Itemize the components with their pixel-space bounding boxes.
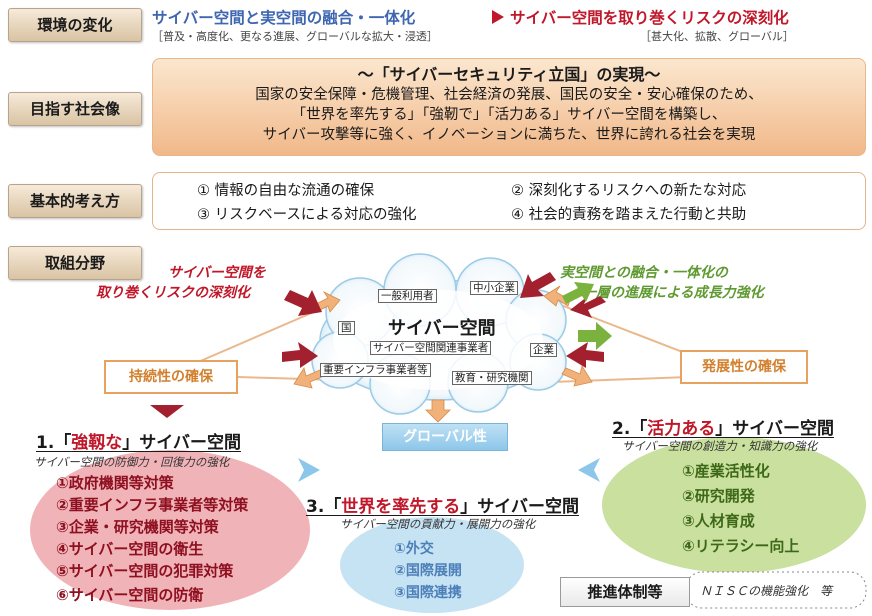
promotion-label: 推進体制等 <box>560 577 690 607</box>
section1-keyword: 強靱な <box>71 433 123 453</box>
sustain-down-arrow <box>150 405 184 418</box>
env-fusion-sub: ［普及・高度化、更なる進展、グローバルな拡大・浸透］ <box>152 30 438 43</box>
env-fusion-title: サイバー空間と実空間の融合・一体化 <box>152 9 416 27</box>
outward-arrows <box>293 285 593 423</box>
section2-bubble <box>602 437 866 573</box>
section1-prefix: 1.「 <box>36 433 72 453</box>
section2-item-1: ①産業活性化 <box>682 462 770 480</box>
actor-company: 企業 <box>530 343 557 357</box>
row-label-goal: 目指す社会像 <box>8 92 142 126</box>
goal-box: ～「サイバーセキュリティ立国」の実現～ 国家の安全保障・危機管理、社会経済の発展… <box>152 58 866 156</box>
goal-line-3: サイバー攻撃等に強く、イノベーションに満ちた、世界に誇れる社会を実現 <box>262 127 756 143</box>
actor-edu: 教育・研究機関 <box>452 371 532 385</box>
env-risk-title: サイバー空間を取り巻くリスクの深刻化 <box>510 9 789 27</box>
section2-heading: 2.「活力ある」サイバー空間 <box>612 414 834 439</box>
section1-item-4: ④サイバー空間の衛生 <box>56 540 204 558</box>
section1-item-1: ①政府機関等対策 <box>56 474 174 492</box>
arrow-right-icon <box>492 10 504 24</box>
section2-item-3: ③人材育成 <box>682 512 755 530</box>
growth-caption-1: 実空間との融合・一体化の <box>560 265 728 281</box>
chevron-left-icon <box>298 458 320 482</box>
actor-related: サイバー空間関連事業者 <box>370 341 492 355</box>
section1-item-3: ③企業・研究機関等対策 <box>56 518 219 536</box>
section1-heading: 1.「強靱な」サイバー空間 <box>36 428 241 453</box>
section2-suffix: 」サイバー空間 <box>715 419 834 439</box>
section3-prefix: 3.「 <box>306 497 342 517</box>
growth-caption-2: 一層の進展による成長力強化 <box>582 285 764 301</box>
actor-nation: 国 <box>338 321 355 335</box>
risk-caption-2: 取り巻くリスクの深刻化 <box>96 285 250 301</box>
section2-prefix: 2.「 <box>612 419 648 439</box>
section1-item-5: ⑤サイバー空間の犯罪対策 <box>56 562 234 580</box>
basic-box: ① 情報の自由な流通の確保 ② 深刻化するリスクへの新たな対応 ③ リスクベース… <box>152 172 866 230</box>
section1-item-2: ②重要インフラ事業者等対策 <box>56 496 249 514</box>
env-risk-sub: ［甚大化、拡散、グローバル］ <box>640 30 794 43</box>
chevron-right-icon <box>578 458 600 482</box>
section2-item-4: ④リテラシー向上 <box>682 537 800 555</box>
goal-title: ～「サイバーセキュリティ立国」の実現～ <box>357 65 661 84</box>
growth-arrows <box>562 282 612 350</box>
section2-sub: サイバー空間の創造力・知識力の強化 <box>622 439 818 453</box>
section1-bubble <box>30 450 310 610</box>
section3-bubble <box>340 517 524 613</box>
sustain-box: 持続性の確保 <box>104 360 238 394</box>
principle-2: ② 深刻化するリスクへの新たな対応 <box>511 183 747 199</box>
section3-heading: 3.「世界を率先する」サイバー空間 <box>306 492 579 517</box>
section2-keyword: 活力ある <box>647 419 716 439</box>
section3-item-1: ①外交 <box>394 541 434 557</box>
actor-infra: 重要インフラ事業者等 <box>320 363 431 377</box>
principle-3: ③ リスクベースによる対応の強化 <box>197 207 417 223</box>
risk-caption-1: サイバー空間を <box>168 265 266 281</box>
section3-item-2: ②国際展開 <box>394 563 462 579</box>
section1-sub: サイバー空間の防御力・回復力の強化 <box>34 455 230 469</box>
row-label-environment: 環境の変化 <box>8 8 142 42</box>
global-box: グローバル性 <box>382 423 508 451</box>
section1-suffix: 」サイバー空間 <box>122 433 241 453</box>
section3-sub: サイバー空間の貢献力・展開力の強化 <box>340 517 536 531</box>
section3-keyword: 世界を率先する <box>341 497 461 517</box>
section3-suffix: 」サイバー空間 <box>460 497 579 517</box>
section1-item-6: ⑥サイバー空間の防衛 <box>56 586 204 604</box>
actor-sme: 中小企業 <box>470 281 518 295</box>
row-label-areas: 取組分野 <box>8 246 142 280</box>
goal-line-2: 「世界を率先する」「強靭で」「活力ある」サイバー空間を構築し、 <box>291 107 727 123</box>
principle-4: ④ 社会的責務を踏まえた行動と共助 <box>511 207 747 223</box>
cloud-title: サイバー空間 <box>388 318 496 339</box>
develop-box: 発展性の確保 <box>680 350 808 384</box>
actor-general: 一般利用者 <box>378 289 437 303</box>
section3-item-3: ③国際連携 <box>394 585 462 601</box>
promotion-text: ＮＩＳＣの機能強化 等 <box>700 584 833 598</box>
principle-1: ① 情報の自由な流通の確保 <box>197 183 375 199</box>
row-label-basic: 基本的考え方 <box>8 184 142 218</box>
section2-item-2: ②研究開発 <box>682 487 755 505</box>
goal-line-1: 国家の安全保障・危機管理、社会経済の発展、国民の安全・安心確保のため、 <box>255 87 763 103</box>
